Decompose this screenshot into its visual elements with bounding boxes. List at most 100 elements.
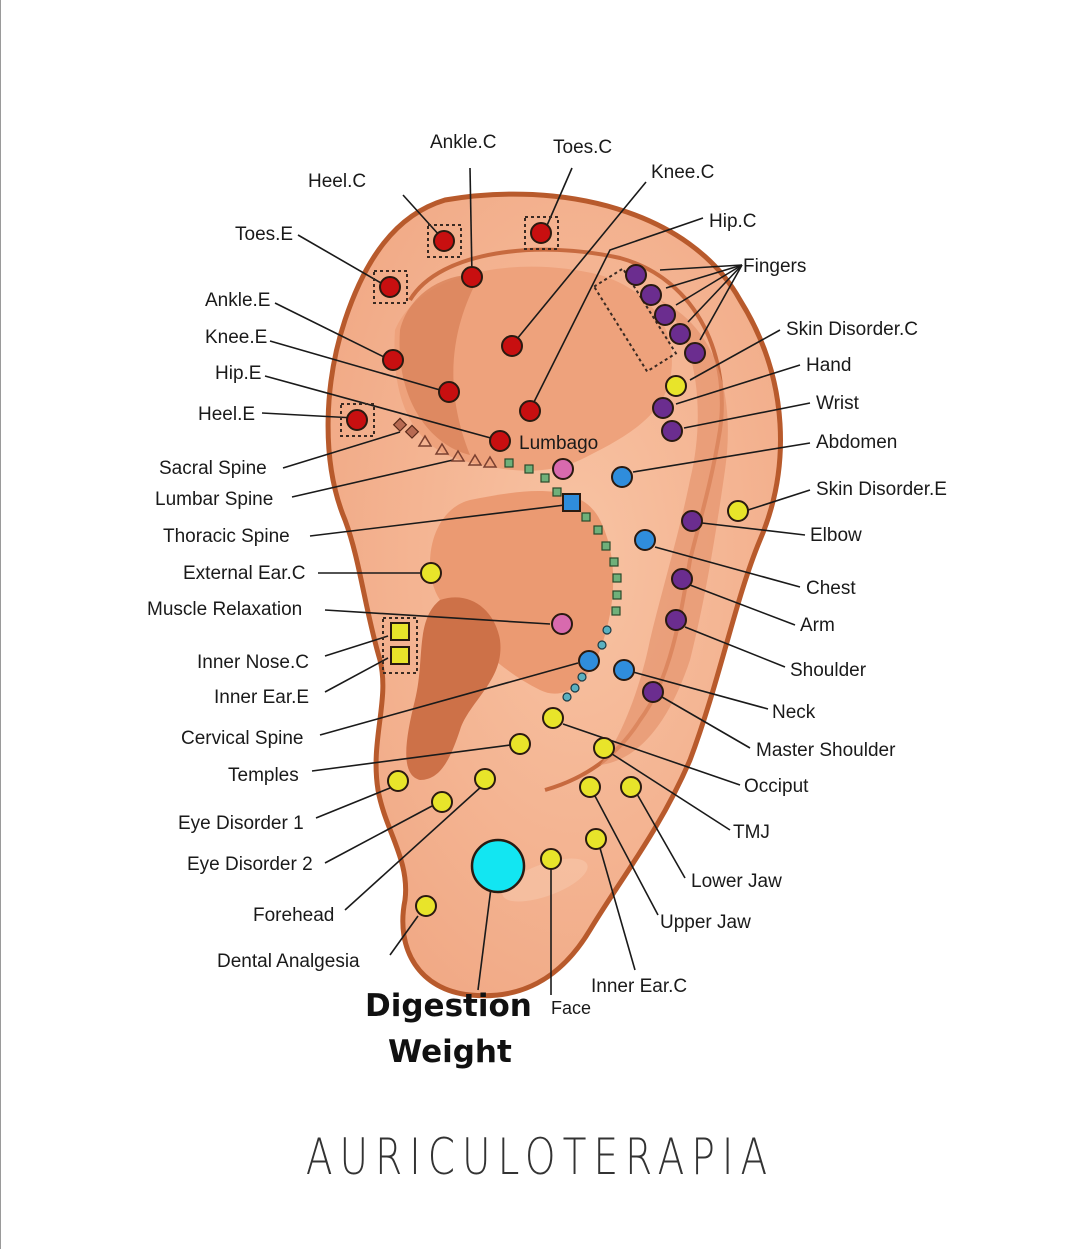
point-inner-nose-c[interactable]: [390, 622, 410, 641]
point-hand[interactable]: [652, 397, 674, 419]
label-lower-jaw: Lower Jaw: [691, 871, 782, 892]
concha-upper: [394, 266, 672, 471]
label-upper-jaw: Upper Jaw: [660, 912, 751, 933]
point-toes-c[interactable]: [530, 222, 552, 244]
point-eye-disorder-2[interactable]: [431, 791, 453, 813]
point-inner-ear-c[interactable]: [585, 828, 607, 850]
label-lumbago: Lumbago: [519, 433, 598, 454]
point-heel-c[interactable]: [433, 230, 455, 252]
label-ankle-e: Ankle.E: [205, 290, 270, 311]
point-skin-disorder-e[interactable]: [727, 500, 749, 522]
point-neck[interactable]: [613, 659, 635, 681]
label-dental-analgesia: Dental Analgesia: [217, 951, 360, 972]
point-lumbago[interactable]: [489, 430, 511, 452]
point-external-ear-c[interactable]: [420, 562, 442, 584]
point-knee-c[interactable]: [501, 335, 523, 357]
point-abdomen[interactable]: [611, 466, 633, 488]
point-face[interactable]: [540, 848, 562, 870]
label-neck: Neck: [772, 702, 816, 723]
label-forehead: Forehead: [253, 905, 334, 926]
label-cervical-spine: Cervical Spine: [181, 728, 304, 749]
label-knee-c: Knee.C: [651, 162, 714, 183]
point-labels: Ankle.C Toes.C Heel.C Knee.C Toes.E Hip.…: [147, 132, 947, 1070]
label-eye-disorder-2: Eye Disorder 2: [187, 854, 313, 875]
point-hip-c[interactable]: [519, 400, 541, 422]
label-knee-e: Knee.E: [205, 327, 267, 348]
ear-canal: [406, 597, 501, 780]
point-finger-2[interactable]: [640, 284, 662, 306]
label-shoulder: Shoulder: [790, 660, 867, 681]
scapha: [600, 300, 728, 765]
label-thoracic-spine: Thoracic Spine: [163, 526, 290, 547]
point-shoulder[interactable]: [665, 609, 687, 631]
label-ankle-c: Ankle.C: [430, 132, 497, 153]
point-lower-jaw[interactable]: [620, 776, 642, 798]
label-heel-e: Heel.E: [198, 404, 255, 425]
thoracic-spine-markers: [504, 458, 622, 616]
point-wrist[interactable]: [661, 420, 683, 442]
point-master-shoulder[interactable]: [642, 681, 664, 703]
point-temples[interactable]: [509, 733, 531, 755]
label-sacral-spine: Sacral Spine: [159, 458, 267, 479]
point-eye-disorder-1[interactable]: [387, 770, 409, 792]
point-occiput[interactable]: [542, 707, 564, 729]
point-finger-1[interactable]: [625, 264, 647, 286]
point-arm[interactable]: [671, 568, 693, 590]
label-skin-disorder-e: Skin Disorder.E: [816, 479, 947, 500]
point-finger-4[interactable]: [669, 323, 691, 345]
label-skin-disorder-c: Skin Disorder.C: [786, 319, 918, 340]
label-inner-nose-c: Inner Nose.C: [197, 652, 309, 673]
point-ankle-e[interactable]: [382, 349, 404, 371]
point-digestion-weight[interactable]: [470, 838, 526, 894]
page-title: AURICULOTERAPIA: [305, 1128, 775, 1186]
label-elbow: Elbow: [810, 525, 862, 546]
label-abdomen: Abdomen: [816, 432, 897, 453]
label-occiput: Occiput: [744, 776, 809, 797]
point-toes-e[interactable]: [379, 276, 401, 298]
label-inner-ear-e: Inner Ear.E: [214, 687, 309, 708]
label-external-ear-c: External Ear.C: [183, 563, 306, 584]
concha-shadow: [399, 274, 480, 455]
point-inner-ear-e[interactable]: [390, 646, 410, 665]
lobe-highlight: [502, 858, 588, 902]
label-lumbar-spine: Lumbar Spine: [155, 489, 273, 510]
point-finger-3[interactable]: [654, 304, 676, 326]
point-tmj[interactable]: [593, 737, 615, 759]
point-heel-e[interactable]: [346, 409, 368, 431]
concha-cavity: [430, 491, 614, 694]
label-muscle-relaxation: Muscle Relaxation: [147, 599, 302, 620]
point-ankle-c[interactable]: [461, 266, 483, 288]
label-toes-c: Toes.C: [553, 137, 612, 158]
point-knee-e[interactable]: [438, 381, 460, 403]
point-muscle-relaxation[interactable]: [551, 613, 573, 635]
dashed-boxes: [340, 216, 678, 674]
point-sacral-lumbar-junction[interactable]: [552, 458, 574, 480]
label-face: Face: [551, 998, 591, 1018]
label-hip-e: Hip.E: [215, 363, 261, 384]
label-digestion: Digestion: [365, 988, 532, 1024]
label-master-shoulder: Master Shoulder: [756, 740, 896, 761]
point-finger-5[interactable]: [684, 342, 706, 364]
point-thoracic-spine[interactable]: [562, 493, 581, 512]
leader-lines: [261, 167, 811, 995]
point-forehead[interactable]: [474, 768, 496, 790]
label-tmj: TMJ: [733, 822, 770, 843]
label-hand: Hand: [806, 355, 851, 376]
label-arm: Arm: [800, 615, 835, 636]
point-skin-disorder-c[interactable]: [665, 375, 687, 397]
point-chest[interactable]: [634, 529, 656, 551]
label-fingers: Fingers: [743, 256, 806, 277]
label-weight: Weight: [388, 1034, 512, 1070]
point-upper-jaw[interactable]: [579, 776, 601, 798]
label-toes-e: Toes.E: [235, 224, 293, 245]
label-heel-c: Heel.C: [308, 171, 366, 192]
point-cervical-spine[interactable]: [578, 650, 600, 672]
sacral-spine-markers: [392, 417, 420, 439]
point-dental-analgesia[interactable]: [415, 895, 437, 917]
label-temples: Temples: [228, 765, 299, 786]
label-hip-c: Hip.C: [709, 211, 757, 232]
label-inner-ear-c: Inner Ear.C: [591, 976, 687, 997]
point-elbow[interactable]: [681, 510, 703, 532]
